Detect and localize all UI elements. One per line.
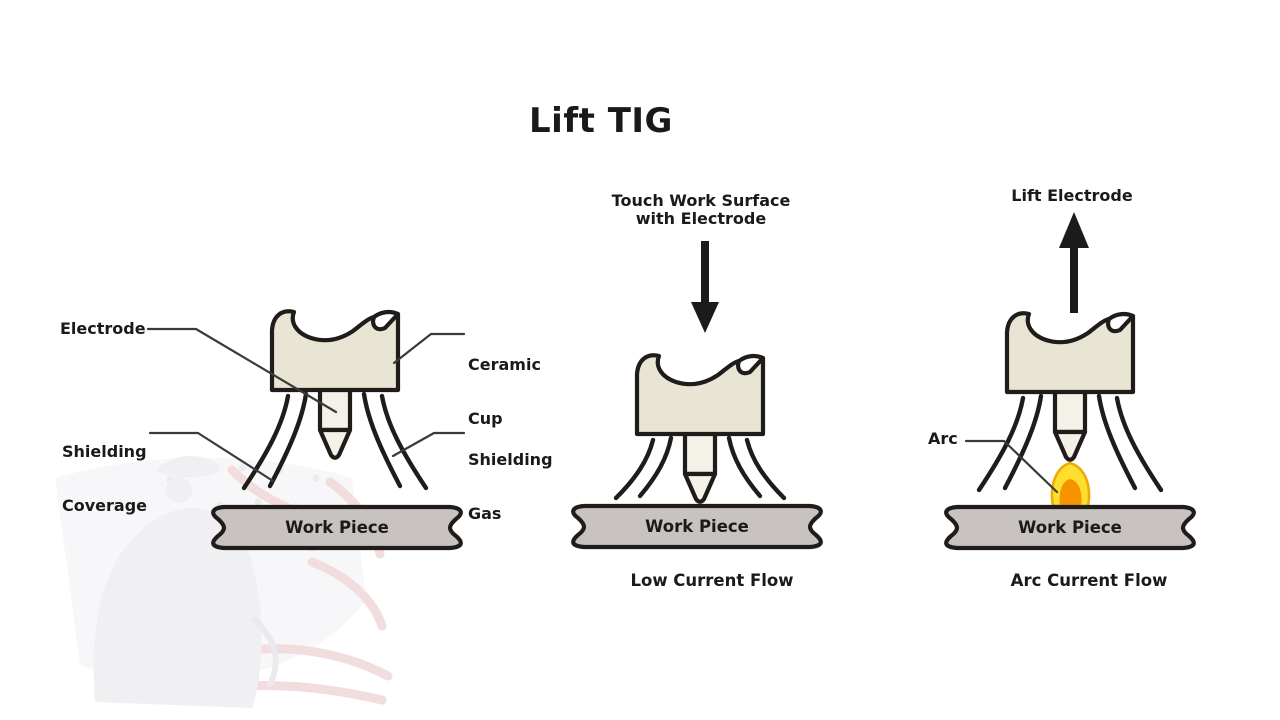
arc-flame-inner (1059, 479, 1082, 506)
ceramic-cup-label: Ceramic Cup (468, 320, 541, 464)
touch-instruction-label: Touch Work Surface with Electrode (570, 192, 832, 227)
shielding-coverage-label-line2: Coverage (62, 496, 148, 515)
shielding-gas-label-line1: Shielding (468, 450, 553, 469)
arc-label: Arc (928, 429, 958, 448)
leader-lines-left (146, 327, 466, 483)
shielding-coverage-label-line1: Shielding (62, 442, 147, 461)
ceramic-cup-label-line1: Ceramic (468, 355, 541, 374)
panel-middle-torch-group (573, 241, 821, 547)
workpiece-middle-label: Work Piece (645, 517, 749, 536)
low-current-flow-caption: Low Current Flow (630, 571, 794, 590)
torch-middle (637, 355, 763, 501)
panel-right-torch-group (946, 212, 1194, 548)
shielding-gas-curves-left (241, 391, 429, 491)
workpiece-left-label: Work Piece (285, 518, 389, 537)
page-title: Lift TIG (529, 101, 673, 141)
shielding-gas-curves-right (976, 393, 1164, 493)
workpiece-right-label: Work Piece (1018, 518, 1122, 537)
shielding-coverage-label: Shielding Coverage (62, 407, 147, 551)
electrode-label: Electrode (60, 319, 146, 338)
arc-current-flow-caption: Arc Current Flow (1010, 571, 1168, 590)
touch-instruction-line2: with Electrode (635, 208, 767, 228)
leader-line-shielding-coverage (148, 431, 275, 483)
touch-instruction-line1: Touch Work Surface (611, 191, 791, 210)
leader-line-arc (964, 439, 1059, 494)
torch-right (1007, 313, 1133, 459)
leader-line-electrode (146, 327, 338, 414)
lift-electrode-label: Lift Electrode (1011, 186, 1133, 205)
shielding-gas-label: Shielding Gas (468, 415, 553, 559)
shielding-gas-curves-middle (613, 435, 787, 501)
up-arrow (1059, 212, 1089, 313)
ceramic-cup-label-line2: Cup (468, 409, 503, 428)
shielding-gas-label-line2: Gas (468, 504, 502, 523)
leader-line-ceramic-cup (392, 332, 466, 365)
leader-line-shielding-gas (391, 431, 466, 458)
down-arrow (691, 241, 719, 333)
panel-left-torch-group (213, 311, 461, 548)
